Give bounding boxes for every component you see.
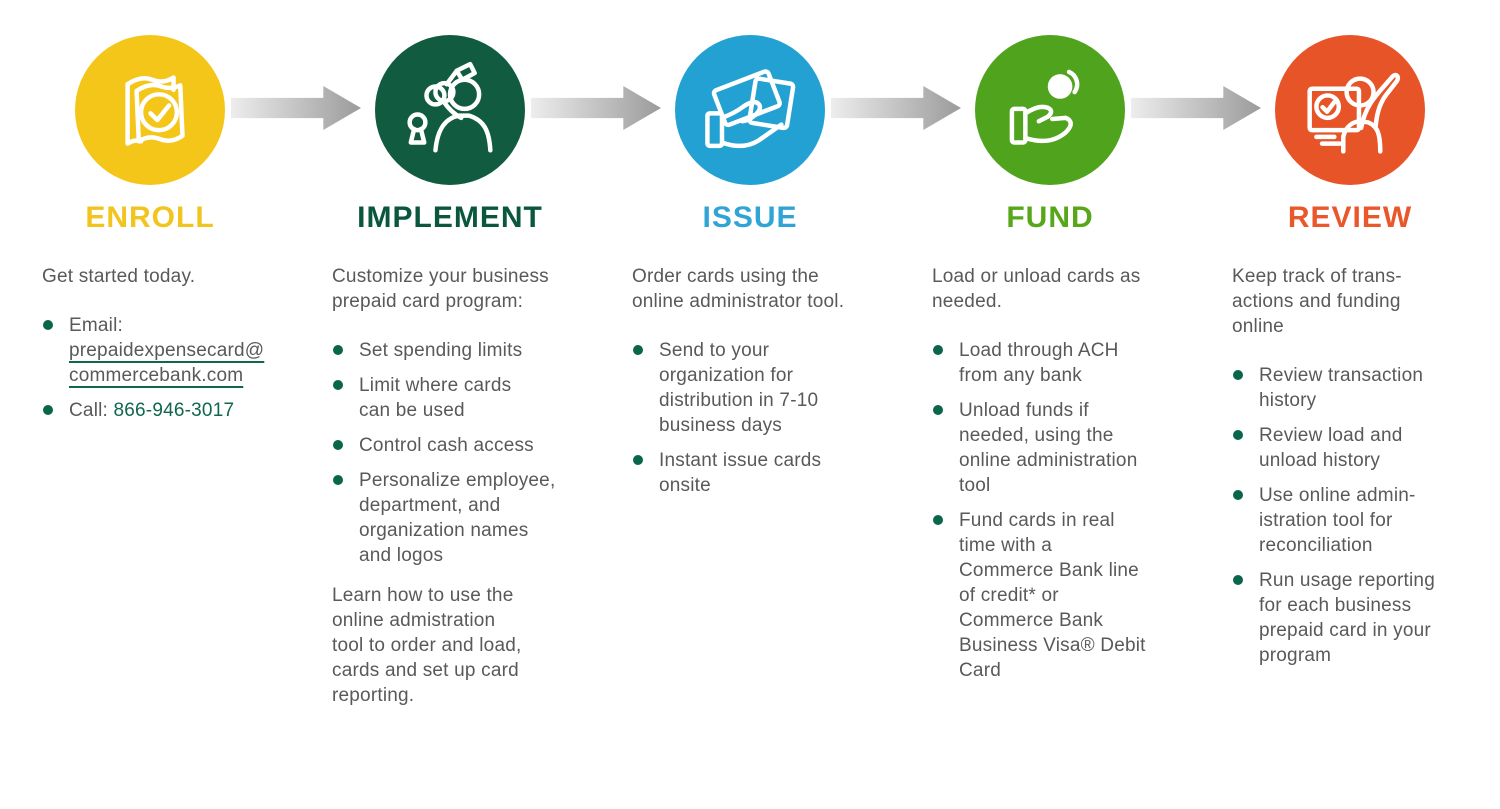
text-segment: Review load and unload history [1259,425,1403,471]
list-item: Email: prepaidexpensecard@ commercebank.… [42,313,282,388]
bullet-text: Load through ACH from any bank [959,340,1119,386]
bullet-text: Call: 866-946-3017 [69,400,234,421]
bullet-dot-icon [1233,575,1243,585]
hand-with-coin-icon [1009,69,1080,145]
bullet-list: Send to your organization for distributi… [632,338,882,498]
step-review: REVIEW Keep track of trans- actions and … [1200,0,1500,809]
bullet-dot-icon [333,440,343,450]
text-segment: Email: [69,315,123,336]
bullet-dot-icon [43,405,53,415]
list-item: Load through ACH from any bank [932,338,1182,388]
email-link[interactable]: prepaidexpensecard@ commercebank.com [69,340,265,386]
bullet-dot-icon [633,345,643,355]
person-at-monitor-icon [1307,72,1400,154]
list-item: Set spending limits [332,338,582,363]
bullet-dot-icon [43,320,53,330]
phone-number-link[interactable]: 866-946-3017 [113,400,235,421]
bullet-text: Limit where cards can be used [359,375,511,421]
step-intro-text: Get started today. [42,266,196,287]
bullet-text: Control cash access [359,435,534,456]
bullet-dot-icon [333,345,343,355]
step-circle [75,35,225,185]
bullet-text: Email: prepaidexpensecard@ commercebank.… [69,315,264,386]
step-intro-text: Keep track of trans- actions and funding… [1232,266,1402,337]
bullet-dot-icon [1233,370,1243,380]
bullet-text: Personalize employee, department, and or… [359,470,555,566]
step-title: ISSUE [702,201,798,234]
text-segment: Load through ACH from any bank [959,340,1119,386]
bullet-text: Review transaction history [1259,365,1423,411]
bullet-text: Fund cards in real time with a Commerce … [959,510,1146,681]
bullet-text: Run usage reporting for each business pr… [1259,570,1435,666]
text-segment: Control cash access [359,435,534,456]
text-segment: Review transaction history [1259,365,1424,411]
text-segment: Set spending limits [359,340,523,361]
text-segment: Personalize employee, department, and or… [359,470,556,566]
list-item: Personalize employee, department, and or… [332,468,582,568]
text-segment: Unload funds if needed, using the online… [959,400,1138,496]
bullet-dot-icon [933,515,943,525]
bullet-dot-icon [1233,430,1243,440]
bullet-text: Instant issue cards onsite [659,450,821,496]
step-circle [1275,35,1425,185]
list-item: Unload funds if needed, using the online… [932,398,1182,498]
text-segment: Send to your organization for distributi… [659,340,819,436]
step-title: ENROLL [85,201,215,234]
bullet-list: Email: prepaidexpensecard@ commercebank.… [42,313,282,423]
list-item: Limit where cards can be used [332,373,582,423]
bullet-text: Review load and unload history [1259,425,1402,471]
step-enroll: ENROLL Get started today. Email: prepaid… [0,0,300,809]
list-item: Use online admin- istration tool for rec… [1232,483,1482,558]
step-title: REVIEW [1287,201,1413,234]
step-intro-text: Customize your business prepaid card pro… [332,266,549,312]
step-implement: IMPLEMENT Customize your business prepai… [300,0,600,809]
list-item: Send to your organization for distributi… [632,338,882,438]
text-segment: Use online admin- istration tool for rec… [1259,485,1416,556]
bullet-text: Unload funds if needed, using the online… [959,400,1137,496]
list-item: Fund cards in real time with a Commerce … [932,508,1182,683]
step-intro-text: Order cards using the online administrat… [632,266,845,312]
bullet-text: Use online admin- istration tool for rec… [1259,485,1416,556]
list-item: Instant issue cards onsite [632,448,882,498]
bullet-dot-icon [933,405,943,415]
step-circle [675,35,825,185]
step-issue: ISSUE Order cards using the online admin… [600,0,900,809]
bullet-dot-icon [333,475,343,485]
brochure-check-icon [125,75,185,146]
text-segment: Call: [69,400,114,421]
bullet-text: Send to your organization for distributi… [659,340,818,436]
step-note-text: Learn how to use the online admistration… [332,585,522,706]
step-title: FUND [1006,201,1094,234]
list-item: Review transaction history [1232,363,1482,413]
list-item: Call: 866-946-3017 [42,398,282,423]
text-segment: Fund cards in real time with a Commerce … [959,510,1146,681]
step-title: IMPLEMENT [357,201,543,234]
text-segment: Limit where cards can be used [359,375,512,421]
bullet-dot-icon [933,345,943,355]
step-intro-text: Load or unload cards as needed. [932,266,1141,312]
bullet-text: Set spending limits [359,340,522,361]
person-holding-key-icon [407,61,493,153]
step-circle [975,35,1125,185]
text-segment: Run usage reporting for each business pr… [1259,570,1435,666]
hand-giving-cards-icon [705,69,796,149]
list-item: Control cash access [332,433,582,458]
step-circle [375,35,525,185]
step-fund: FUND Load or unload cards as needed. Loa… [900,0,1200,809]
text-segment: Instant issue cards onsite [659,450,822,496]
list-item: Review load and unload history [1232,423,1482,473]
bullet-dot-icon [333,380,343,390]
list-item: Run usage reporting for each business pr… [1232,568,1482,668]
bullet-dot-icon [633,455,643,465]
bullet-dot-icon [1233,490,1243,500]
